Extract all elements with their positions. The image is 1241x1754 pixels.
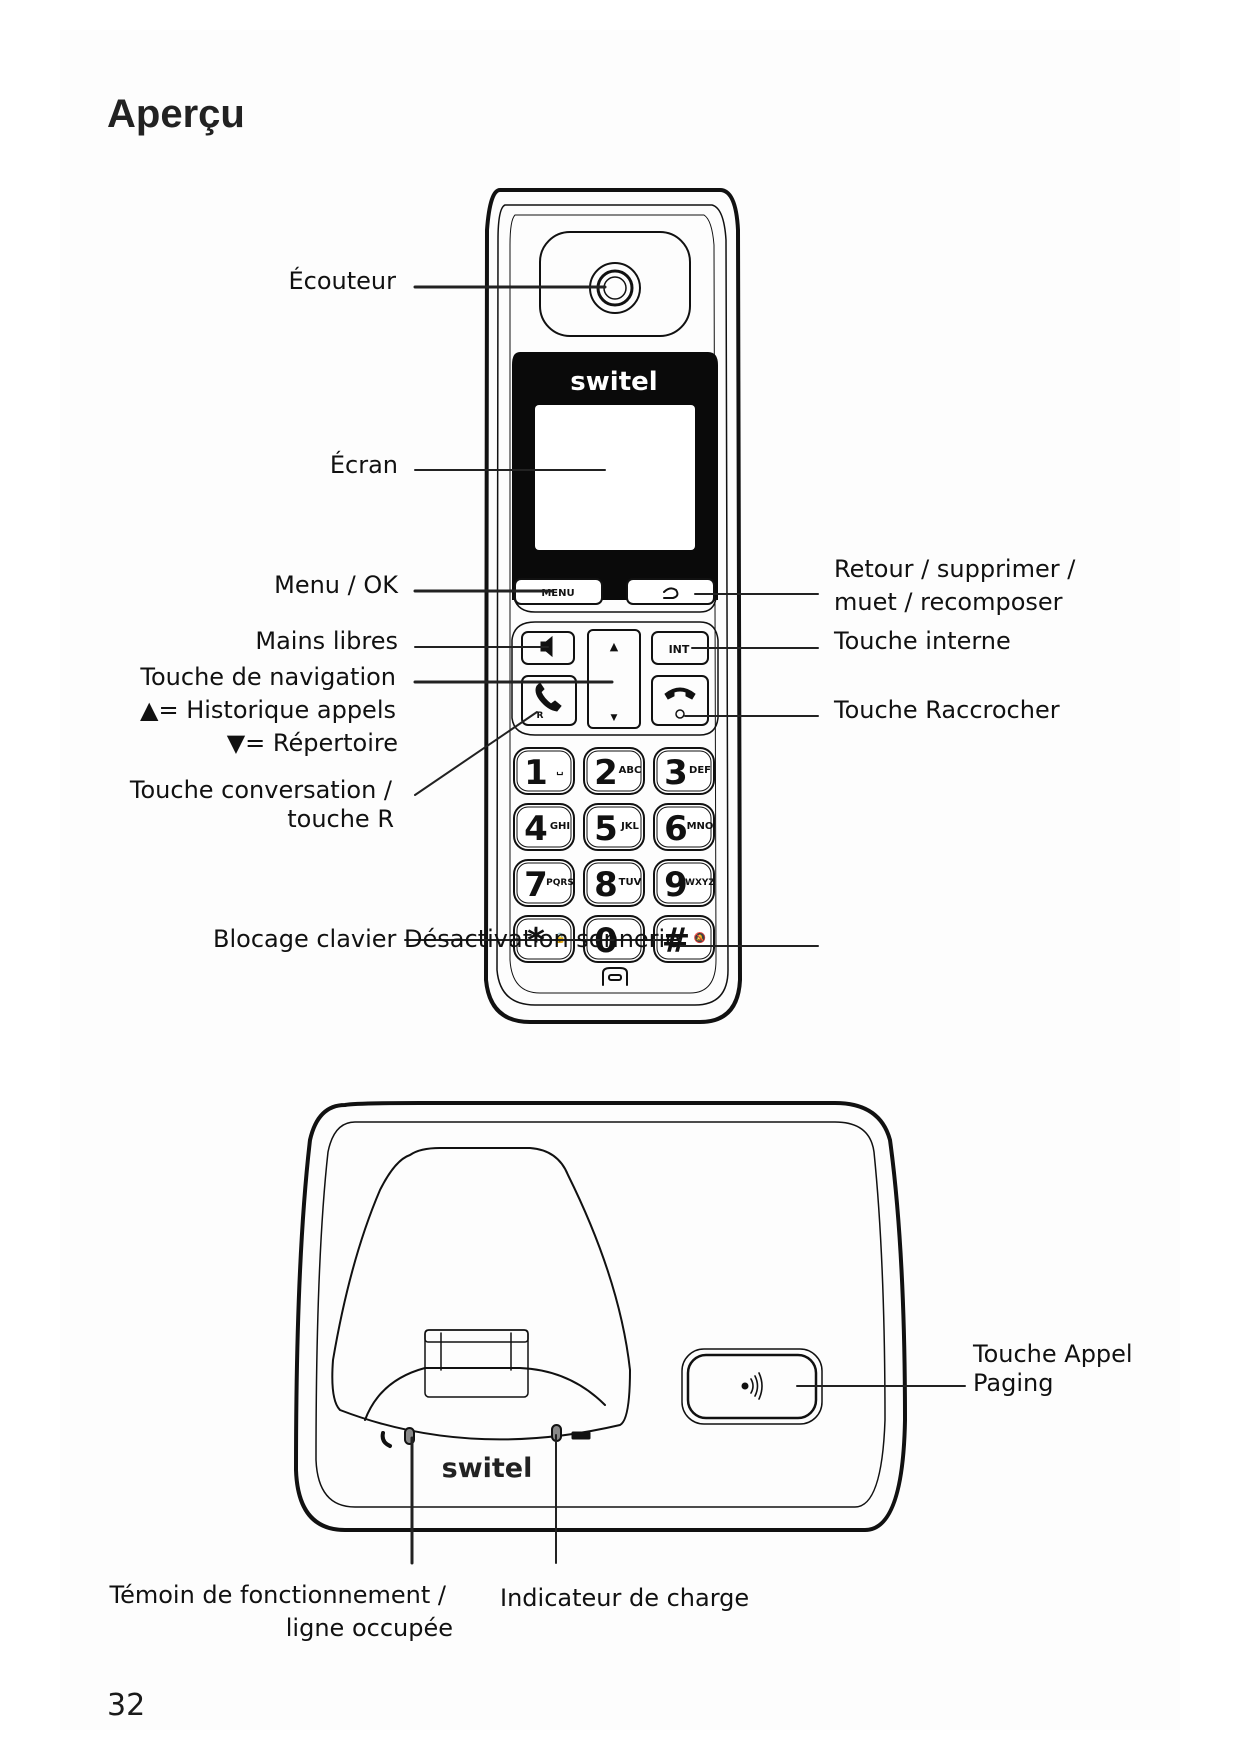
key-letters: WXYZ: [685, 878, 715, 888]
label-menu-ok: Menu / OK: [274, 571, 398, 599]
key-digit: 8: [594, 865, 618, 905]
key-digit: 3: [664, 753, 688, 793]
talk-button: [521, 675, 577, 726]
key-digit: 2: [594, 753, 618, 793]
base-brand-logo: switel: [442, 1453, 533, 1484]
label-status-led-line1: Témoin de fonctionnement /: [109, 1581, 446, 1609]
key-letters: 🔕: [694, 931, 706, 944]
key-digit: 4: [524, 809, 548, 849]
key-letters: TUV: [619, 877, 642, 888]
nav-down-icon: ▼: [611, 713, 618, 723]
menu-button-label: MENU: [541, 588, 574, 599]
label-talk-line2: touche R: [287, 805, 394, 833]
phone-icon: [535, 682, 562, 712]
label-hangup: Touche Raccrocher: [834, 696, 1060, 724]
key-digit: 9: [664, 865, 688, 905]
handset-brand-logo: switel: [570, 367, 657, 397]
key-letters: DEF: [689, 765, 711, 776]
back-arrow-icon: [663, 587, 679, 599]
key-digit: 7: [524, 865, 548, 905]
label-nav-down-phonebook: ▼= Répertoire: [226, 729, 398, 757]
intercom-button-label: INT: [669, 643, 690, 656]
power-icon: [675, 709, 685, 719]
key-digit: 1: [524, 753, 548, 793]
label-charge-indicator: Indicateur de charge: [500, 1584, 750, 1612]
key-digit: 5: [594, 809, 618, 849]
handset-inner-outline: [496, 204, 729, 1006]
base-station: switel: [293, 1101, 908, 1532]
talk-button-sublabel: R: [537, 711, 544, 721]
earpiece-housing: [539, 231, 691, 337]
label-earpiece: Écouteur: [288, 267, 396, 295]
phone-small-icon: [380, 1431, 392, 1448]
label-screen: Écran: [329, 451, 398, 479]
hangup-button: [651, 675, 709, 726]
handset-outline: [483, 188, 743, 1024]
label-talk-line1: Touche conversation /: [129, 776, 392, 804]
key-digit: 6: [664, 809, 688, 849]
key-letters: ␣: [556, 765, 563, 776]
page-title: Aperçu: [107, 92, 245, 136]
label-back-line1: Retour / supprimer /: [834, 555, 1076, 583]
key-letters: JKL: [620, 821, 639, 832]
navigation-key: [587, 629, 641, 729]
label-nav-up-history: ▲= Historique appels: [140, 696, 396, 724]
page-number: 32: [107, 1688, 146, 1723]
nav-cluster: [511, 621, 719, 736]
microphone: [602, 967, 628, 986]
label-status-led-line2: ligne occupée: [285, 1614, 453, 1642]
label-intercom: Touche interne: [834, 627, 1011, 655]
key-letters: PQRS: [546, 878, 574, 888]
leader-lines: [404, 285, 966, 1565]
label-navigation: Touche de navigation: [140, 663, 396, 691]
key-letters: GHI: [550, 821, 570, 832]
back-button: [626, 578, 715, 605]
hangup-icon: [664, 687, 696, 700]
label-back-line2: muet / recomposer: [834, 588, 1063, 616]
label-paging-line1: Touche Appel: [973, 1340, 1133, 1368]
key-letters: MNO: [687, 821, 714, 832]
label-paging-line2: Paging: [973, 1369, 1054, 1397]
label-handsfree: Mains libres: [255, 627, 398, 655]
label-keylock-ringer: Blocage clavier Désactivation sonnerie: [213, 925, 680, 953]
battery-icon: [571, 1431, 591, 1440]
handset-cradle: [331, 1147, 632, 1441]
handset-face: [509, 214, 717, 994]
key-letters: ABC: [619, 765, 642, 776]
paging-icon: [741, 1382, 749, 1390]
keypad-key-1: 1␣: [513, 747, 575, 795]
display-screen: [535, 405, 695, 550]
nav-up-icon: ▲: [610, 640, 619, 653]
base-outline: [293, 1101, 908, 1532]
